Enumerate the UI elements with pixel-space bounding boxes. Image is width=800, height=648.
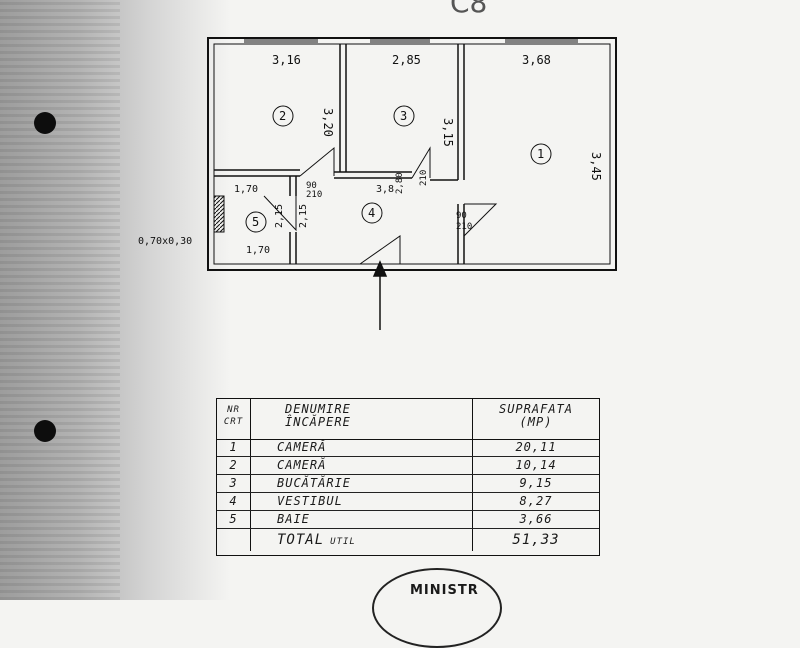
corner-mark: C8 — [450, 0, 488, 19]
door-r1-height: 210 — [456, 222, 472, 232]
door-r2-height: 210 — [306, 190, 322, 200]
row-area: 9,15 — [519, 476, 553, 490]
dim-r3-height: 3,15 — [441, 118, 455, 147]
stamp-text: MINISTR — [410, 583, 479, 598]
total-nr — [217, 529, 251, 551]
header-name-line2: ÎNCĂPERE — [285, 415, 351, 429]
floor-plan: 2 3 1 4 5 3,16 2,85 3,68 3,20 3,15 3,45 … — [138, 37, 617, 330]
row-name: CAMERĂ — [251, 457, 473, 474]
punch-hole-bottom — [34, 420, 56, 442]
table-row: 1 CAMERĂ 20,11 — [217, 439, 599, 457]
punch-hole-top — [34, 112, 56, 134]
room-number-2: 2 — [279, 109, 286, 123]
dim-r1-height: 3,45 — [589, 152, 603, 181]
photocopy-noise — [0, 0, 120, 600]
dim-r2-height: 3,20 — [321, 108, 335, 137]
dim-r3-width: 2,85 — [392, 53, 421, 67]
row-nr: 1 — [217, 439, 251, 456]
row-name: BUCĂTĂRIE — [251, 475, 473, 492]
room-markers — [245, 105, 552, 233]
dim-r5-top: 1,70 — [234, 184, 258, 195]
room-number-4: 4 — [368, 206, 375, 220]
table-row: 3 BUCĂTĂRIE 9,15 — [217, 475, 599, 493]
dim-r5-bottom: 1,70 — [246, 245, 270, 256]
windows — [244, 39, 578, 43]
table-row: 2 CAMERĂ 10,14 — [217, 457, 599, 475]
row-nr: 3 — [217, 475, 251, 492]
table-header: NR CRT DENUMIRE ÎNCĂPERE SUPRAFATA (MP) — [217, 399, 599, 440]
dim-r5-left: 2,15 — [274, 204, 285, 228]
window-label: 0,70x0,30 — [138, 236, 192, 247]
room-area-table: NR CRT DENUMIRE ÎNCĂPERE SUPRAFATA (MP) … — [216, 398, 600, 556]
room-number-3: 3 — [400, 109, 407, 123]
room-numbers: 2 3 1 4 5 — [252, 109, 544, 229]
header-area-line2: (MP) — [519, 415, 553, 429]
row-area: 3,66 — [519, 512, 553, 526]
dimension-labels: 3,16 2,85 3,68 3,20 3,15 3,45 1,70 1,70 … — [138, 53, 603, 256]
row-name: VESTIBUL — [251, 493, 473, 510]
header-area-line1: SUPRAFATA — [498, 402, 574, 416]
row-area: 10,14 — [515, 458, 557, 472]
door-r2-width: 90 — [306, 181, 317, 191]
row-area: 8,27 — [519, 494, 553, 508]
table-row: 4 VESTIBUL 8,27 — [217, 493, 599, 511]
row-nr: 4 — [217, 493, 251, 510]
header-nr-line2: CRT — [223, 417, 244, 427]
table-row: 5 BAIE 3,66 — [217, 511, 599, 529]
dim-r2-width: 3,16 — [272, 53, 301, 67]
row-name: BAIE — [251, 511, 473, 528]
outer-walls — [207, 37, 617, 271]
row-name: CAMERĂ — [251, 439, 473, 456]
dim-r4-height: 2,80 — [395, 172, 405, 194]
room-number-5: 5 — [252, 215, 259, 229]
header-area: SUPRAFATA (MP) — [473, 399, 599, 443]
total-label: TOTAL UTIL — [251, 529, 473, 551]
header-nr-line1: NR — [227, 405, 240, 415]
header-name: DENUMIRE ÎNCĂPERE — [251, 399, 473, 439]
official-stamp — [372, 568, 502, 648]
row-nr: 2 — [217, 457, 251, 474]
table-total-row: TOTAL UTIL 51,33 — [217, 529, 599, 551]
door-r3-height: 210 — [419, 170, 429, 186]
total-label-text: TOTAL — [277, 532, 325, 548]
dim-r4-note: 3,8 — [376, 184, 394, 195]
dim-r5-right: 2,15 — [298, 204, 309, 228]
table-body: 1 CAMERĂ 20,11 2 CAMERĂ 10,14 3 BUCĂTĂRI… — [217, 439, 599, 551]
dim-r1-width: 3,68 — [522, 53, 551, 67]
total-util-text: UTIL — [330, 537, 356, 547]
interior-walls — [214, 44, 465, 264]
photocopy-smudge — [0, 0, 230, 600]
header-name-line1: DENUMIRE — [285, 402, 351, 416]
room-number-1: 1 — [537, 147, 544, 161]
row-nr: 5 — [217, 511, 251, 528]
row-area: 20,11 — [515, 440, 557, 454]
header-nr: NR CRT — [217, 399, 251, 439]
bath-vent — [213, 195, 225, 233]
door-r1-width: 90 — [456, 211, 467, 221]
doors — [263, 146, 498, 265]
total-area: 51,33 — [512, 532, 560, 548]
entry-arrow — [372, 260, 388, 330]
